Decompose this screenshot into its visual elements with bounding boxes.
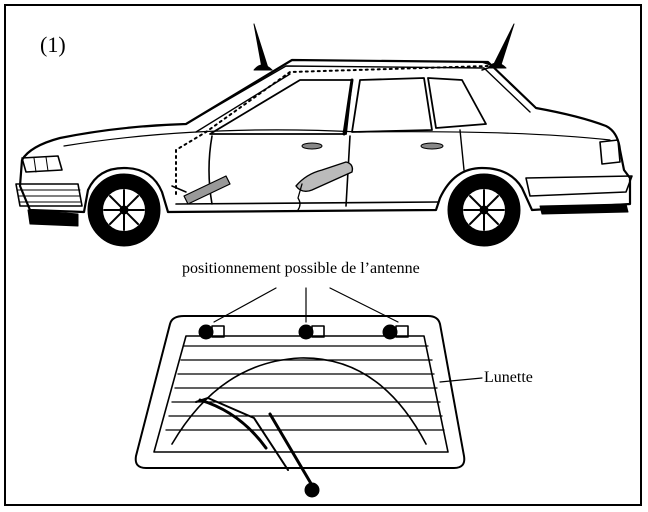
roof-antenna-left-base [253, 64, 273, 71]
rear-window-frame [134, 315, 466, 469]
antenna-module-center [298, 324, 325, 340]
figure-number: (1) [40, 32, 66, 57]
wiper-blade [195, 397, 289, 471]
rear-window-diagram [134, 287, 483, 498]
front-window [209, 79, 353, 135]
antenna-amplifier [183, 175, 231, 205]
rear-door-handle [420, 142, 444, 150]
car-phone-handset [295, 161, 354, 193]
roof-antenna-left [253, 23, 269, 69]
antenna-module-right [382, 324, 409, 340]
car-body-outline [18, 58, 632, 214]
rear-window-label: Lunette [484, 369, 533, 386]
front-door-handle [301, 142, 323, 150]
roof-antenna-right [493, 23, 515, 69]
antenna-position-caption: positionnement possible de l’antenne [182, 260, 420, 277]
front-wheel [87, 173, 161, 247]
antenna-module-left [198, 324, 225, 340]
rear-wheel [447, 173, 521, 247]
figure-frame [4, 4, 642, 506]
wiper-pivot [304, 482, 320, 498]
car-side-view [15, 23, 633, 247]
antenna-cable-route [175, 65, 489, 195]
wiper-arm [268, 412, 318, 494]
wiper-arc [171, 357, 427, 445]
quarter-window [427, 77, 487, 129]
lunette-leader [439, 377, 483, 383]
rear-door-window [351, 77, 433, 133]
